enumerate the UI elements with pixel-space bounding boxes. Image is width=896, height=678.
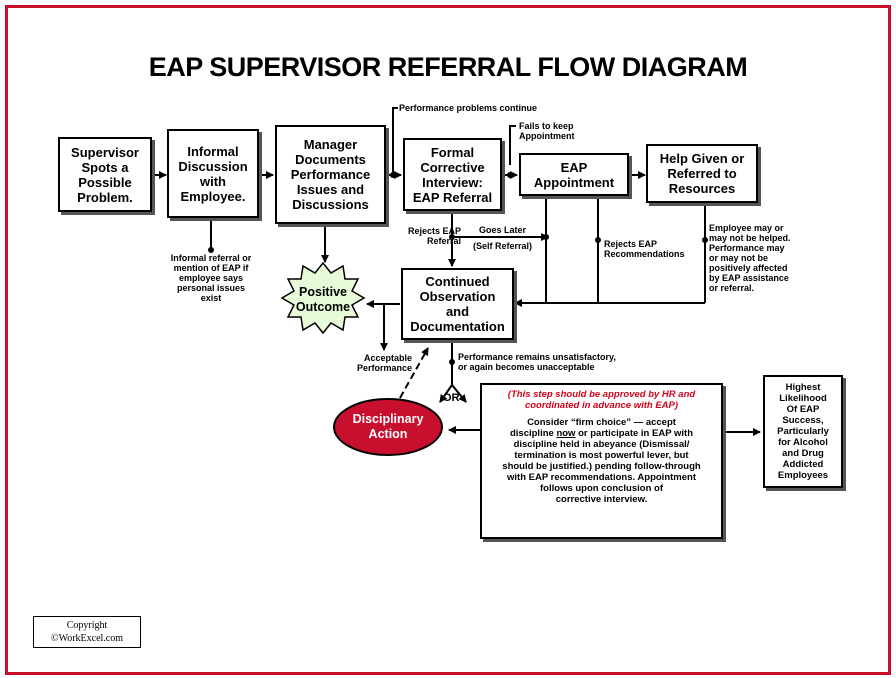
junction-goes-later (449, 234, 455, 240)
disciplinary-action-ellipse (333, 398, 443, 456)
label-informal-note: Informal referral or mention of EAP if e… (170, 253, 252, 303)
label-or: OR (443, 392, 460, 404)
label-rejects-referral: Rejects EAP Referral (407, 226, 461, 246)
box-continued-observation: Continued Observation and Documentation (401, 268, 514, 340)
label-fails-appointment: Fails to keep Appointment (519, 121, 575, 141)
arrow-dashed-disciplinary (399, 347, 429, 399)
junction-informal (208, 247, 214, 253)
line-fails-appointment (509, 125, 516, 165)
label-goes-later: Goes Later (479, 225, 527, 235)
line-perf-continue (392, 107, 398, 175)
junction-fails (507, 172, 513, 178)
box-formal-corrective-interview: Formal Corrective Interview: EAP Referra… (403, 138, 502, 211)
box-informal-discussion: Informal Discussion with Employee. (167, 129, 259, 218)
label-perf-continue: Performance problems continue (399, 103, 538, 113)
label-rejects-recommendations: Rejects EAP Recommendations (604, 239, 685, 259)
step-now: now (556, 428, 576, 439)
box-manager-documents: Manager Documents Performance Issues and… (275, 125, 386, 224)
diagram-frame (5, 5, 891, 675)
box-help-given: Help Given or Referred to Resources (646, 144, 758, 203)
junction-perf (390, 172, 396, 178)
label-acceptable-performance: Acceptable Performance (357, 353, 413, 373)
positive-outcome-label: Positive Outcome (295, 285, 351, 314)
junction-help (702, 237, 708, 243)
box-highest-likelihood: Highest Likelihood Of EAP Success, Parti… (763, 375, 843, 488)
positive-outcome-star (280, 261, 366, 335)
diagram-title: EAP SUPERVISOR REFERRAL FLOW DIAGRAM (148, 52, 748, 82)
copyright-box: Copyright ©WorkExcel.com (33, 616, 141, 648)
label-self-referral: (Self Referral) (473, 241, 533, 251)
junction-unsat (449, 359, 455, 365)
step-body: Consider “firm choice” — accept discipli… (502, 417, 701, 505)
arrow-or-right (451, 384, 467, 403)
copyright-line-2: ©WorkExcel.com (50, 633, 124, 644)
box-supervisor-spots-problem: Supervisor Spots a Possible Problem. (58, 137, 152, 212)
arrow-or-left (439, 384, 453, 403)
label-may-not-be-helped: Employee may or may not be helped. Perfo… (709, 223, 791, 293)
label-unsatisfactory: Performance remains unsatisfactory, or a… (458, 352, 616, 372)
junction-eap-left (543, 234, 549, 240)
box-firm-choice-step: (This step should be approved by HR and … (480, 383, 723, 539)
junction-eap-right (595, 237, 601, 243)
step-note: (This step should be approved by HR and … (507, 389, 696, 411)
box-eap-appointment: EAP Appointment (519, 153, 629, 196)
disciplinary-action-label: Disciplinary Action (352, 412, 424, 441)
copyright-line-1: Copyright (66, 620, 108, 631)
